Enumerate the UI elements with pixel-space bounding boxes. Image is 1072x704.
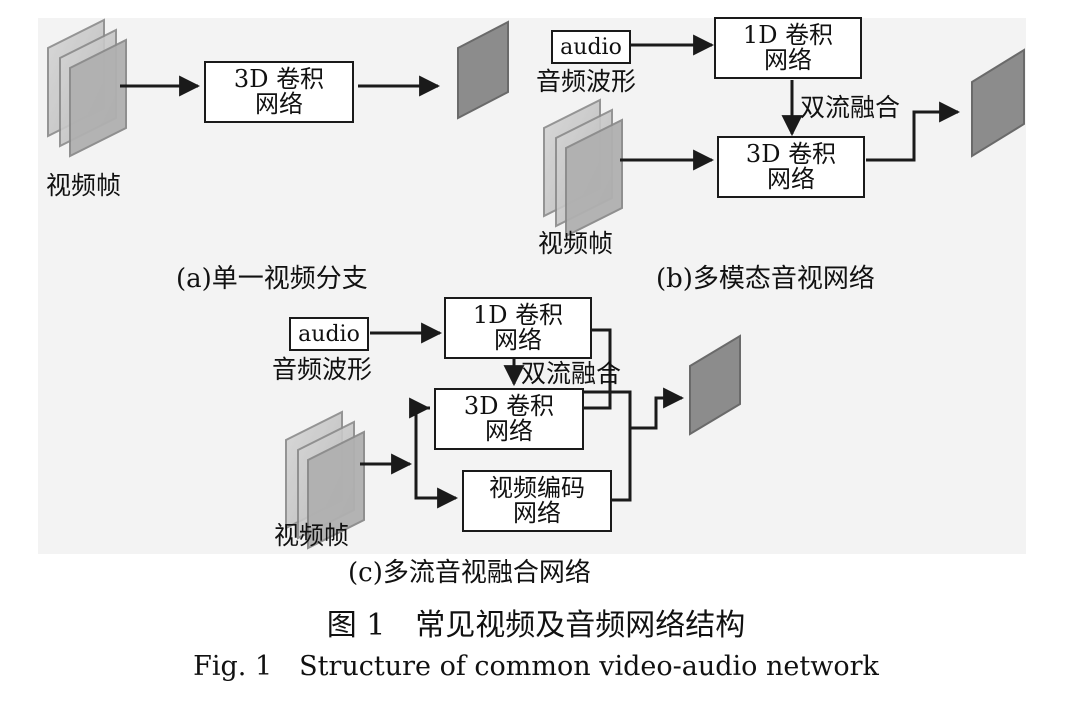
conv3d-box-a: 3D 卷积 网络	[204, 61, 354, 123]
output-feature-icon-b	[971, 48, 1025, 158]
caption-b: (b)多模态音视网络	[656, 264, 875, 294]
conv3d-box-c-line1: 3D 卷积	[463, 392, 555, 420]
output-feature-icon-c	[689, 334, 741, 436]
output-feature-icon-a	[457, 20, 509, 120]
figure-title-en: Fig. 1 Structure of common video-audio n…	[193, 651, 879, 682]
audio-waveform-label-c: 音频波形	[272, 355, 373, 384]
figure-title-cn: 图 1 常见视频及音频网络结构	[326, 608, 746, 643]
caption-c: (c)多流音视融合网络	[348, 558, 591, 588]
arrow-c-merge-to-output	[630, 387, 685, 430]
conv1d-box-b-line1: 1D 卷积	[742, 21, 834, 49]
conv1d-box-c-line2: 网络	[494, 326, 542, 354]
conv3d-box-c-line2: 网络	[485, 417, 533, 445]
conv1d-box-b-line2: 网络	[764, 46, 812, 74]
video-frames-label-b: 视频帧	[538, 229, 614, 258]
fusion-label-c: 双流融合	[521, 359, 622, 388]
video-encoder-box-c: 视频编码 网络	[462, 470, 612, 532]
conv1d-box-b: 1D 卷积 网络	[714, 17, 862, 79]
conv3d-box-b: 3D 卷积 网络	[717, 136, 865, 198]
fusion-label-b: 双流融合	[800, 93, 901, 122]
video-frames-icon-c	[285, 410, 365, 550]
audio-waveform-label-b: 音频波形	[536, 67, 637, 96]
video-frames-icon-a	[47, 18, 127, 158]
conv1d-box-c-line1: 1D 卷积	[472, 301, 564, 329]
conv3d-box-b-line2: 网络	[767, 165, 815, 193]
caption-a: (a)单一视频分支	[176, 264, 368, 294]
diagram-background	[38, 18, 1026, 554]
video-frames-label-a: 视频帧	[46, 171, 122, 200]
connector-c-merge	[584, 390, 632, 502]
audio-input-box-b: audio	[551, 30, 631, 64]
arrow-b-conv3d-to-output	[866, 101, 961, 162]
conv3d-box-a-line1: 3D 卷积	[233, 65, 325, 93]
video-frames-label-c: 视频帧	[274, 521, 350, 550]
video-encoder-box-c-line2: 网络	[513, 499, 561, 527]
conv3d-box-b-line1: 3D 卷积	[745, 140, 837, 168]
connector-c-conv1d-conv3d	[584, 328, 612, 410]
conv1d-box-c: 1D 卷积 网络	[444, 297, 592, 359]
conv3d-box-c: 3D 卷积 网络	[434, 388, 584, 450]
audio-input-box-c: audio	[289, 317, 369, 351]
video-encoder-box-c-line1: 视频编码	[489, 474, 585, 502]
conv3d-box-a-line2: 网络	[255, 90, 303, 118]
video-frames-icon-b	[543, 98, 623, 238]
